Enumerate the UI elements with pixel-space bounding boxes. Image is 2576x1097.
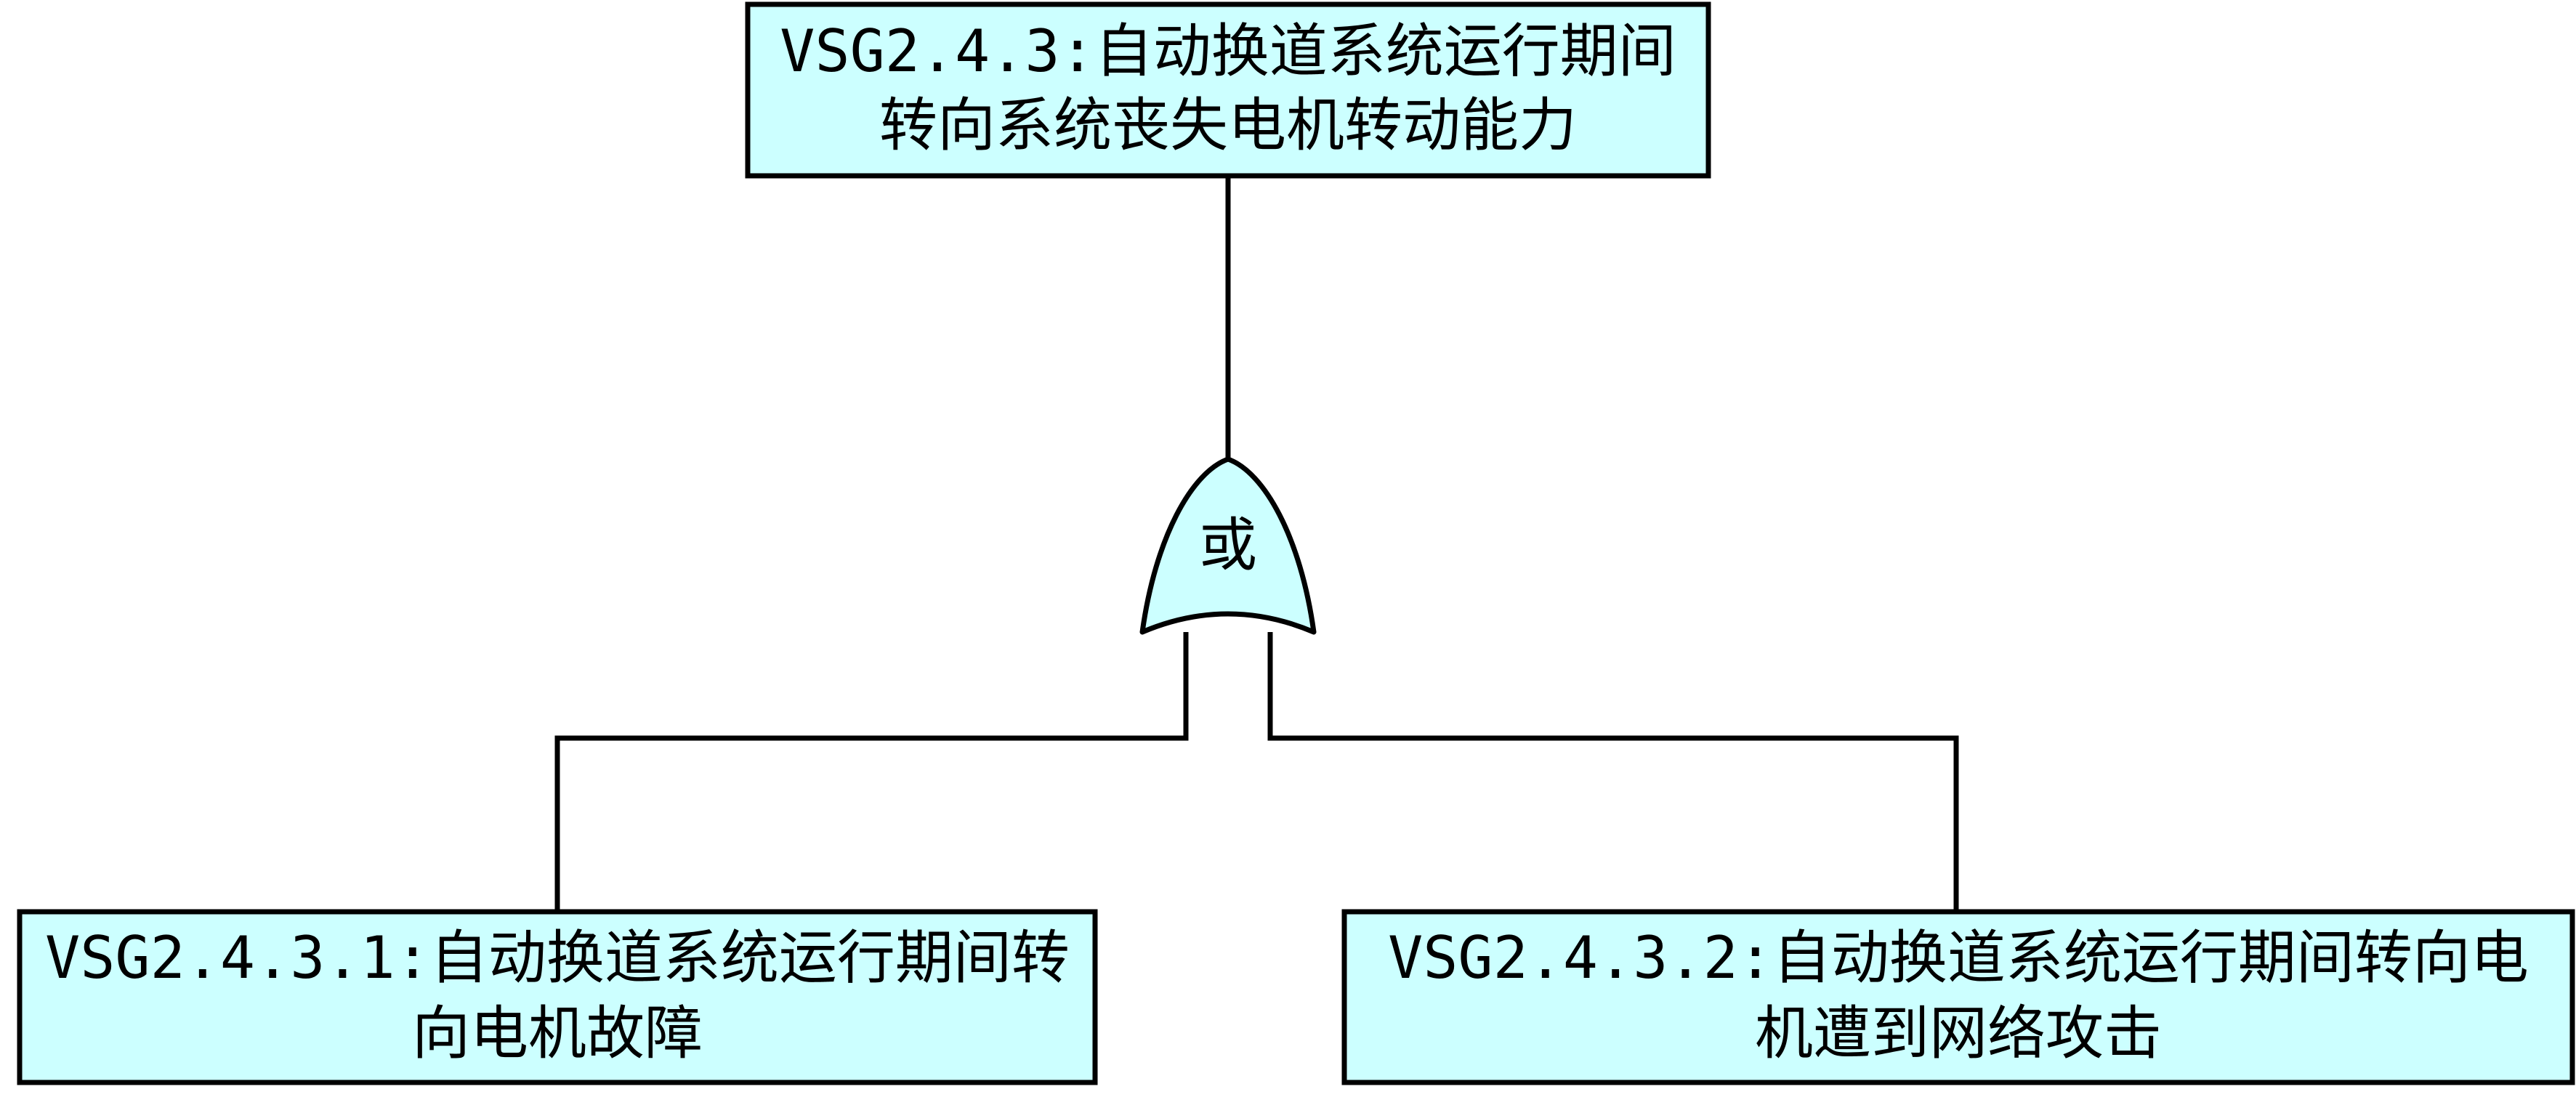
top-event-node[interactable]: VSG2.4.3:自动换道系统运行期间 转向系统丧失电机转动能力 — [745, 1, 1711, 179]
right-event-line1: VSG2.4.3.2:自动换道系统运行期间转向电 — [1388, 924, 2529, 992]
left-event-node[interactable]: VSG2.4.3.1:自动换道系统运行期间转 向电机故障 — [17, 909, 1098, 1085]
gate-to-left-connector — [554, 632, 1189, 912]
gate-to-right-connector — [1267, 632, 1959, 912]
left-event-line2: 向电机故障 — [412, 1000, 703, 1067]
right-event-node[interactable]: VSG2.4.3.2:自动换道系统运行期间转向电 机遭到网络攻击 — [1341, 909, 2575, 1085]
or-gate-icon — [1139, 456, 1317, 635]
top-event-line2: 转向系统丧失电机转动能力 — [879, 92, 1577, 159]
or-gate-label: 或 — [1199, 511, 1257, 579]
right-event-line2: 机遭到网络攻击 — [1755, 1000, 2162, 1067]
top-event-box — [745, 1, 1711, 179]
left-event-box — [17, 909, 1098, 1085]
left-event-line1: VSG2.4.3.1:自动换道系统运行期间转 — [45, 924, 1070, 992]
right-event-box — [1341, 909, 2575, 1085]
or-gate[interactable]: 或 — [1139, 456, 1317, 635]
top-event-line1: VSG2.4.3:自动换道系统运行期间 — [780, 17, 1676, 85]
